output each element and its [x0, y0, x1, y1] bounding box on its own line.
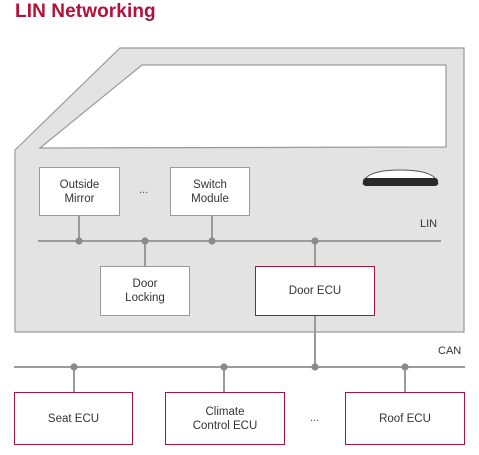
- switch-module-label: Switch Module: [191, 178, 229, 205]
- door-ecu-node: Door ECU: [255, 266, 375, 316]
- lin-node-dot: [75, 237, 83, 245]
- lin-node-dot: [311, 237, 319, 245]
- switch-module-node: Switch Module: [170, 167, 250, 216]
- can-node-dot: [70, 363, 78, 371]
- climate-control-ecu-node: Climate Control ECU: [165, 392, 285, 445]
- can-ellipsis: ...: [310, 412, 320, 424]
- lin-node-dot: [208, 237, 216, 245]
- climate-control-ecu-label: Climate Control ECU: [192, 405, 258, 432]
- lin-node-dot: [141, 237, 149, 245]
- can-bus-label: CAN: [438, 345, 462, 357]
- can-node-dot: [401, 363, 409, 371]
- door-locking-label: Door Locking: [125, 278, 165, 304]
- door-ecu-label: Door ECU: [288, 285, 342, 297]
- seat-ecu-node: Seat ECU: [14, 392, 133, 445]
- can-node-dot: [311, 363, 319, 371]
- can-node-dot: [220, 363, 228, 371]
- door-locking-node: Door Locking: [100, 266, 190, 316]
- lin-bus-label: LIN: [420, 218, 438, 230]
- lin-ellipsis: ...: [139, 184, 149, 196]
- outside-mirror-label: Outside Mirror: [59, 178, 100, 205]
- outside-mirror-node: Outside Mirror: [39, 167, 120, 216]
- door-handle-icon: [362, 169, 439, 186]
- seat-ecu-label: Seat ECU: [47, 412, 100, 425]
- door-window: [38, 64, 447, 149]
- roof-ecu-label: Roof ECU: [379, 412, 431, 425]
- roof-ecu-node: Roof ECU: [345, 392, 465, 445]
- page-title: LIN Networking: [15, 1, 156, 22]
